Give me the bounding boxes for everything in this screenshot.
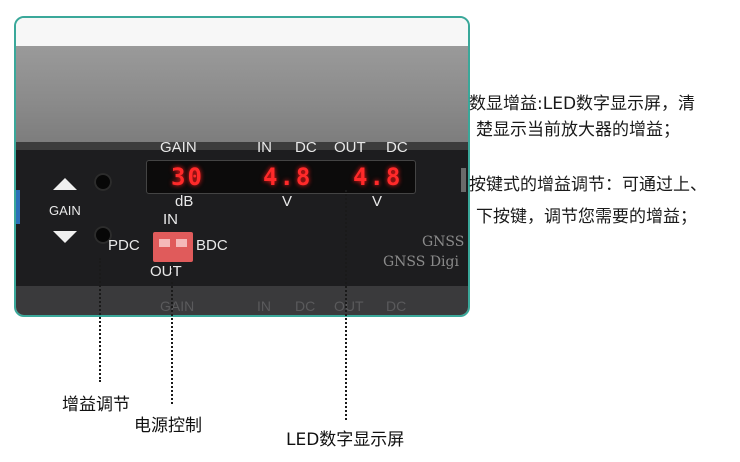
panel-bottom	[16, 286, 468, 315]
power-control-leader	[171, 262, 173, 404]
ghost-in-label: IN	[257, 298, 271, 314]
switch-in-label: IN	[163, 211, 178, 228]
gain-down-button[interactable]	[53, 231, 77, 243]
gain-adjust-leader	[99, 258, 101, 382]
led-description-line-2: 楚显示当前放大器的增益；	[476, 120, 680, 140]
unit-db: dB	[175, 193, 194, 210]
led-out-value: 4.8	[353, 163, 403, 191]
panel-side-mark	[461, 168, 466, 192]
gain-down-key[interactable]	[94, 226, 112, 244]
chassis-edge	[16, 142, 468, 150]
in-header: IN	[257, 139, 272, 156]
led-in-value: 4.8	[263, 163, 313, 191]
led-display-leader	[345, 190, 347, 420]
ghost-dc-label: DC	[295, 298, 316, 314]
unit-v-in: V	[282, 193, 293, 210]
dip-switch-1[interactable]	[159, 239, 170, 247]
gain-up-button[interactable]	[53, 178, 77, 190]
led-display: 30 4.8 4.8	[146, 160, 416, 194]
led-display-callout: LED数字显示屏	[286, 430, 405, 450]
brand-line-1: GNSS	[422, 234, 465, 250]
ghost-out-label: OUT	[334, 298, 364, 314]
brand-line-2: GNSS Digi	[383, 254, 459, 270]
dip-switch-2[interactable]	[176, 239, 187, 247]
logo-mark	[16, 190, 20, 224]
switch-out-label: OUT	[150, 263, 182, 280]
gain-button-label: GAIN	[49, 203, 81, 218]
out-header: OUT	[334, 139, 366, 156]
led-gain-value: 30	[171, 163, 204, 191]
device-image-frame: GAIN IN DC OUT DC GAIN IN DC OUT DC GAIN…	[14, 16, 470, 317]
power-dip-switch[interactable]	[153, 232, 193, 262]
background-strip	[16, 18, 468, 46]
unit-v-out: V	[372, 193, 383, 210]
ghost-gain-label: GAIN	[160, 298, 195, 314]
led-description-line-1: 数显增益:LED数字显示屏，清	[469, 94, 696, 114]
gain-up-key[interactable]	[94, 173, 112, 191]
out-dc-header: DC	[386, 139, 408, 156]
power-control-callout: 电源控制	[134, 416, 202, 436]
ghost-dc2-label: DC	[386, 298, 407, 314]
chassis-top	[16, 46, 468, 142]
gain-header: GAIN	[160, 139, 197, 156]
key-description-line-1: 按键式的增益调节：可通过上、	[469, 175, 707, 195]
in-dc-header: DC	[295, 139, 317, 156]
key-description-line-2: 下按键，调节您需要的增益；	[476, 207, 697, 227]
switch-pdc-label: PDC	[108, 237, 140, 254]
gain-adjust-callout: 增益调节	[62, 395, 130, 415]
switch-bdc-label: BDC	[196, 237, 228, 254]
